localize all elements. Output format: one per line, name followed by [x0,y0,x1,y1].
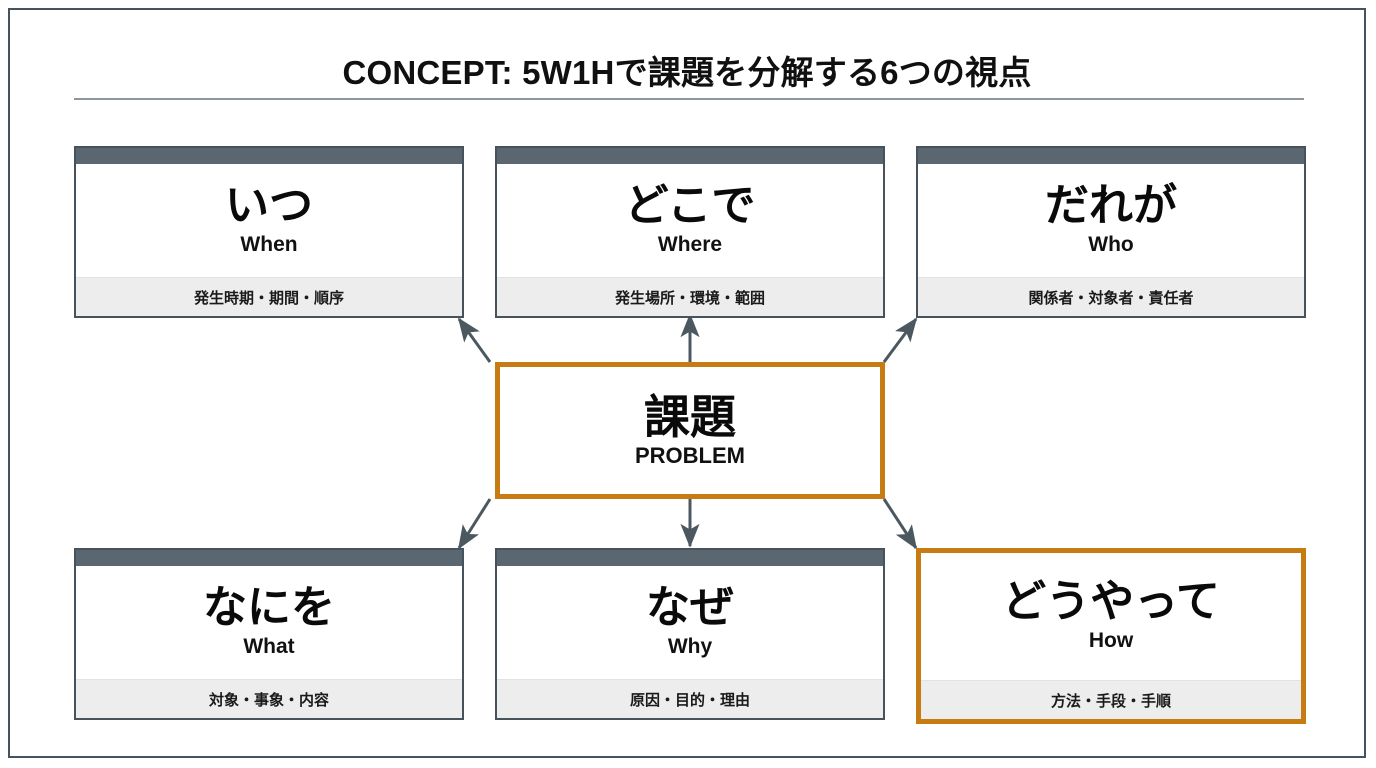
page-title: CONCEPT: 5W1Hで課題を分解する6つの視点 [342,54,1032,91]
arrow-to-what [457,498,492,550]
card-how[interactable]: どうやって How 方法・手段・手順 [916,548,1306,724]
card-title-jp: どうやって [1002,576,1220,626]
card-detail: 発生時期・期間・順序 [76,277,462,316]
card-why[interactable]: なぜ Why 原因・目的・理由 [495,548,885,720]
card-title-jp: なにを [203,582,335,632]
card-title-jp: いつ [225,180,313,230]
card-topbar [918,148,1304,164]
card-who[interactable]: だれが Who 関係者・対象者・責任者 [916,146,1306,318]
card-when[interactable]: いつ When 発生時期・期間・順序 [74,146,464,318]
card-title-en: Why [667,635,713,659]
card-where[interactable]: どこで Where 発生場所・環境・範囲 [495,146,885,318]
slide-frame: CONCEPT: 5W1Hで課題を分解する6つの視点 [8,8,1366,758]
card-topbar [76,550,462,566]
card-title-en: How [1088,629,1134,653]
card-title-en: Where [657,233,723,257]
problem-title-jp: 課題 [644,391,736,444]
card-detail: 方法・手段・手順 [921,680,1301,719]
card-title-en: What [243,635,295,659]
card-title-jp: だれが [1045,180,1177,230]
card-title-en: When [240,233,298,257]
card-detail: 原因・目的・理由 [497,679,883,718]
card-topbar [497,550,883,566]
card-topbar [76,148,462,164]
card-title-jp: どこで [624,180,756,230]
card-what[interactable]: なにを What 対象・事象・内容 [74,548,464,720]
arrow-to-when [457,317,492,363]
card-detail: 関係者・対象者・責任者 [918,277,1304,316]
card-title-en: Who [1088,233,1134,257]
arrow-to-how [882,498,918,550]
arrow-to-who [882,317,918,363]
card-topbar [497,148,883,164]
problem-box[interactable]: 課題 PROBLEM [495,362,885,499]
card-title-jp: なぜ [646,582,734,632]
card-detail: 発生場所・環境・範囲 [497,277,883,316]
title-divider [74,98,1304,100]
problem-title-en: PROBLEM [635,442,745,468]
card-detail: 対象・事象・内容 [76,679,462,718]
